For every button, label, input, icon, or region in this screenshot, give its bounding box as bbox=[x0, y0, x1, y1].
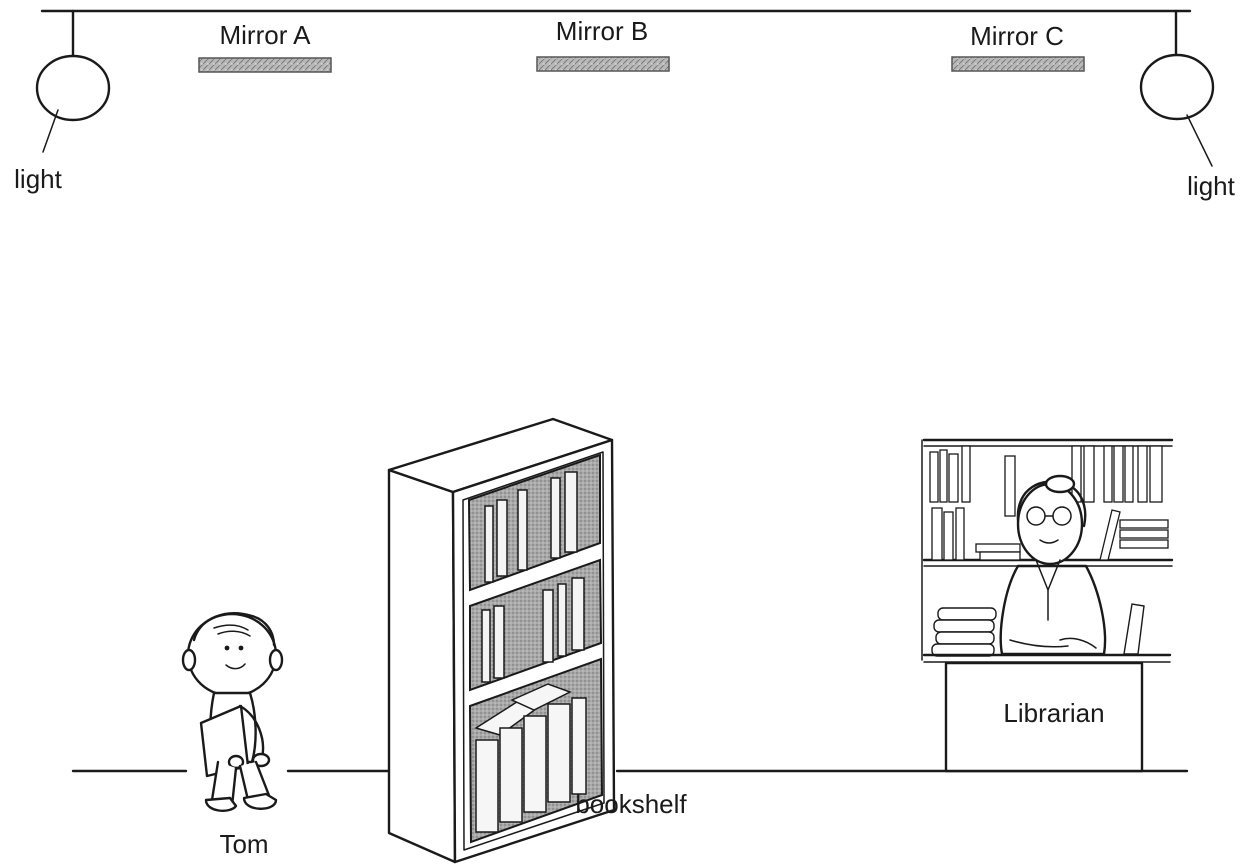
mirror-b bbox=[537, 57, 669, 71]
light-right bbox=[1141, 11, 1213, 166]
mirror-c-label: Mirror C bbox=[970, 21, 1064, 51]
librarian-label: Librarian bbox=[1003, 698, 1104, 728]
light-right-label: light bbox=[1187, 171, 1235, 201]
light-left-label: light bbox=[14, 164, 62, 194]
mirror-b-label: Mirror B bbox=[556, 16, 648, 46]
mirror-a-label: Mirror A bbox=[220, 20, 312, 50]
tom bbox=[183, 613, 282, 811]
mirror-c bbox=[952, 57, 1084, 71]
mirror-a bbox=[199, 58, 331, 72]
light-left bbox=[37, 11, 109, 152]
bookshelf-label: bookshelf bbox=[575, 789, 687, 819]
tom-label: Tom bbox=[219, 829, 268, 859]
